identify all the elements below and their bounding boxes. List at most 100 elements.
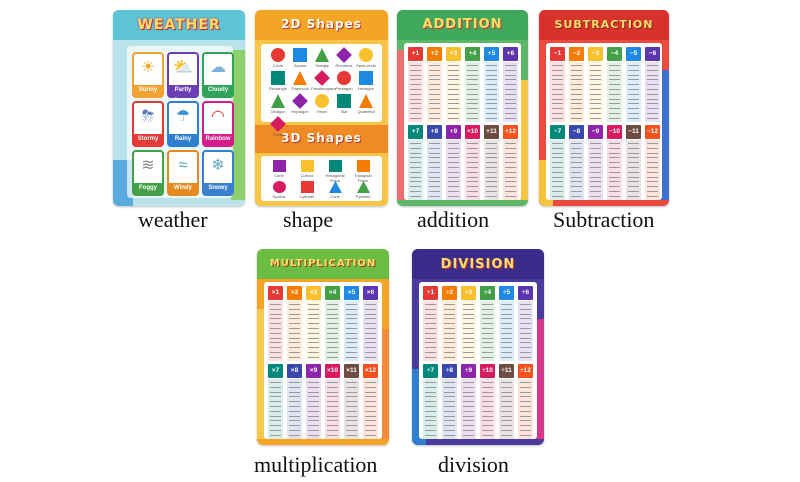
table-column-header: ×12 <box>363 364 378 378</box>
table-row-line <box>552 89 563 90</box>
table-row-line <box>647 181 658 183</box>
table-row-line <box>327 425 338 427</box>
table-row-line <box>444 406 455 407</box>
table-row-line <box>308 356 319 358</box>
table-row-line <box>448 171 459 173</box>
table-row-line <box>270 304 281 305</box>
table-column-bg <box>461 301 476 361</box>
table-row-line <box>482 308 493 310</box>
table-row-line <box>486 191 497 192</box>
weather-card-label: Sunny <box>134 85 162 96</box>
table-row-line <box>482 323 493 325</box>
table-row-line <box>501 406 512 407</box>
table-row-line <box>270 434 281 436</box>
table-row-line <box>520 415 531 417</box>
table-row-line <box>448 191 459 192</box>
table-row-line <box>365 415 376 417</box>
table-row-line <box>327 415 338 417</box>
table-row-line <box>425 386 436 388</box>
table-column-header: +6 <box>503 47 518 61</box>
table-column-bg <box>287 301 302 361</box>
table-row-line <box>346 352 357 353</box>
subtraction-poster: SUBTRACTION −1−2−3−4−5−6−7−8−9−10−11−12 <box>539 10 669 206</box>
table-row-line <box>467 186 478 188</box>
table-row-line <box>463 347 474 349</box>
table-column-header: ÷2 <box>442 286 457 300</box>
table-row-line <box>448 176 459 178</box>
table-column-bg <box>461 379 476 439</box>
table-row-line <box>270 318 281 320</box>
table-row-line <box>628 147 639 149</box>
table-row-line <box>448 93 459 95</box>
fog-icon: ≋ <box>141 157 155 174</box>
table-row-line <box>628 69 639 71</box>
table-row-line <box>590 108 601 110</box>
table-row-line <box>327 406 338 407</box>
table-row-line <box>609 147 620 149</box>
table-row-line <box>429 167 440 168</box>
table-row-line <box>467 117 478 119</box>
table-row-line <box>590 65 601 66</box>
table-row-line <box>444 304 455 305</box>
table-row-line <box>482 332 493 334</box>
table-row-line <box>505 93 516 95</box>
table-row-line <box>365 323 376 325</box>
table-row-line <box>365 425 376 427</box>
shape-label: Triangle <box>314 63 330 68</box>
table-row-line <box>482 313 493 315</box>
table-column-header: −8 <box>569 125 584 139</box>
table-row-line <box>571 157 582 159</box>
shape-label: Square <box>293 63 307 68</box>
table-row-line <box>628 79 639 81</box>
table-row-line <box>628 195 639 197</box>
table-row-line <box>444 401 455 403</box>
table-row-line <box>308 391 319 393</box>
table-row-line <box>520 406 531 407</box>
table-row-line <box>444 420 455 422</box>
table-row-line <box>482 410 493 412</box>
table-row-line <box>590 171 601 173</box>
table-row-line <box>448 84 459 86</box>
table-row-line <box>346 347 357 349</box>
table-row-line <box>429 103 440 105</box>
shape-label: Quatrefoil <box>357 109 375 114</box>
table-column-bg <box>408 62 423 122</box>
table-row-line <box>571 143 582 144</box>
table-row-line <box>467 74 478 76</box>
table-row-line <box>609 108 620 110</box>
table-row-line <box>501 313 512 315</box>
table-row-line <box>647 69 658 71</box>
table-row-line <box>486 84 497 86</box>
table-row-line <box>486 108 497 110</box>
table-row-line <box>647 103 658 105</box>
shape-label: Star <box>340 109 348 114</box>
table-row-line <box>486 195 497 197</box>
table-row-line <box>308 313 319 315</box>
table-row-line <box>609 79 620 81</box>
caption-shape: shape <box>283 207 334 232</box>
table-row-line <box>429 84 440 86</box>
table-row-line <box>308 410 319 412</box>
table-row-line <box>444 342 455 344</box>
table-row-line <box>482 318 493 320</box>
weather-card-stormy: ⛈Stormy <box>132 101 164 147</box>
table-row-line <box>501 420 512 422</box>
table-column-bg <box>626 62 641 122</box>
table-row-line <box>444 396 455 398</box>
table-row-line <box>410 162 421 164</box>
shape-heart-icon <box>315 94 329 108</box>
weather-card-label: Rainy <box>169 134 197 145</box>
table-row-line <box>365 342 376 344</box>
table-row-line <box>482 382 493 383</box>
table-row-line <box>467 113 478 114</box>
table-row-line <box>505 98 516 100</box>
table-row-line <box>444 308 455 310</box>
table-row-line <box>501 352 512 353</box>
table-row-line <box>448 79 459 81</box>
table-row-line <box>346 434 357 436</box>
table-row-line <box>425 391 436 393</box>
table-row-line <box>501 332 512 334</box>
table-row-line <box>486 98 497 100</box>
table-column-bg <box>465 140 480 200</box>
table-row-line <box>429 171 440 173</box>
